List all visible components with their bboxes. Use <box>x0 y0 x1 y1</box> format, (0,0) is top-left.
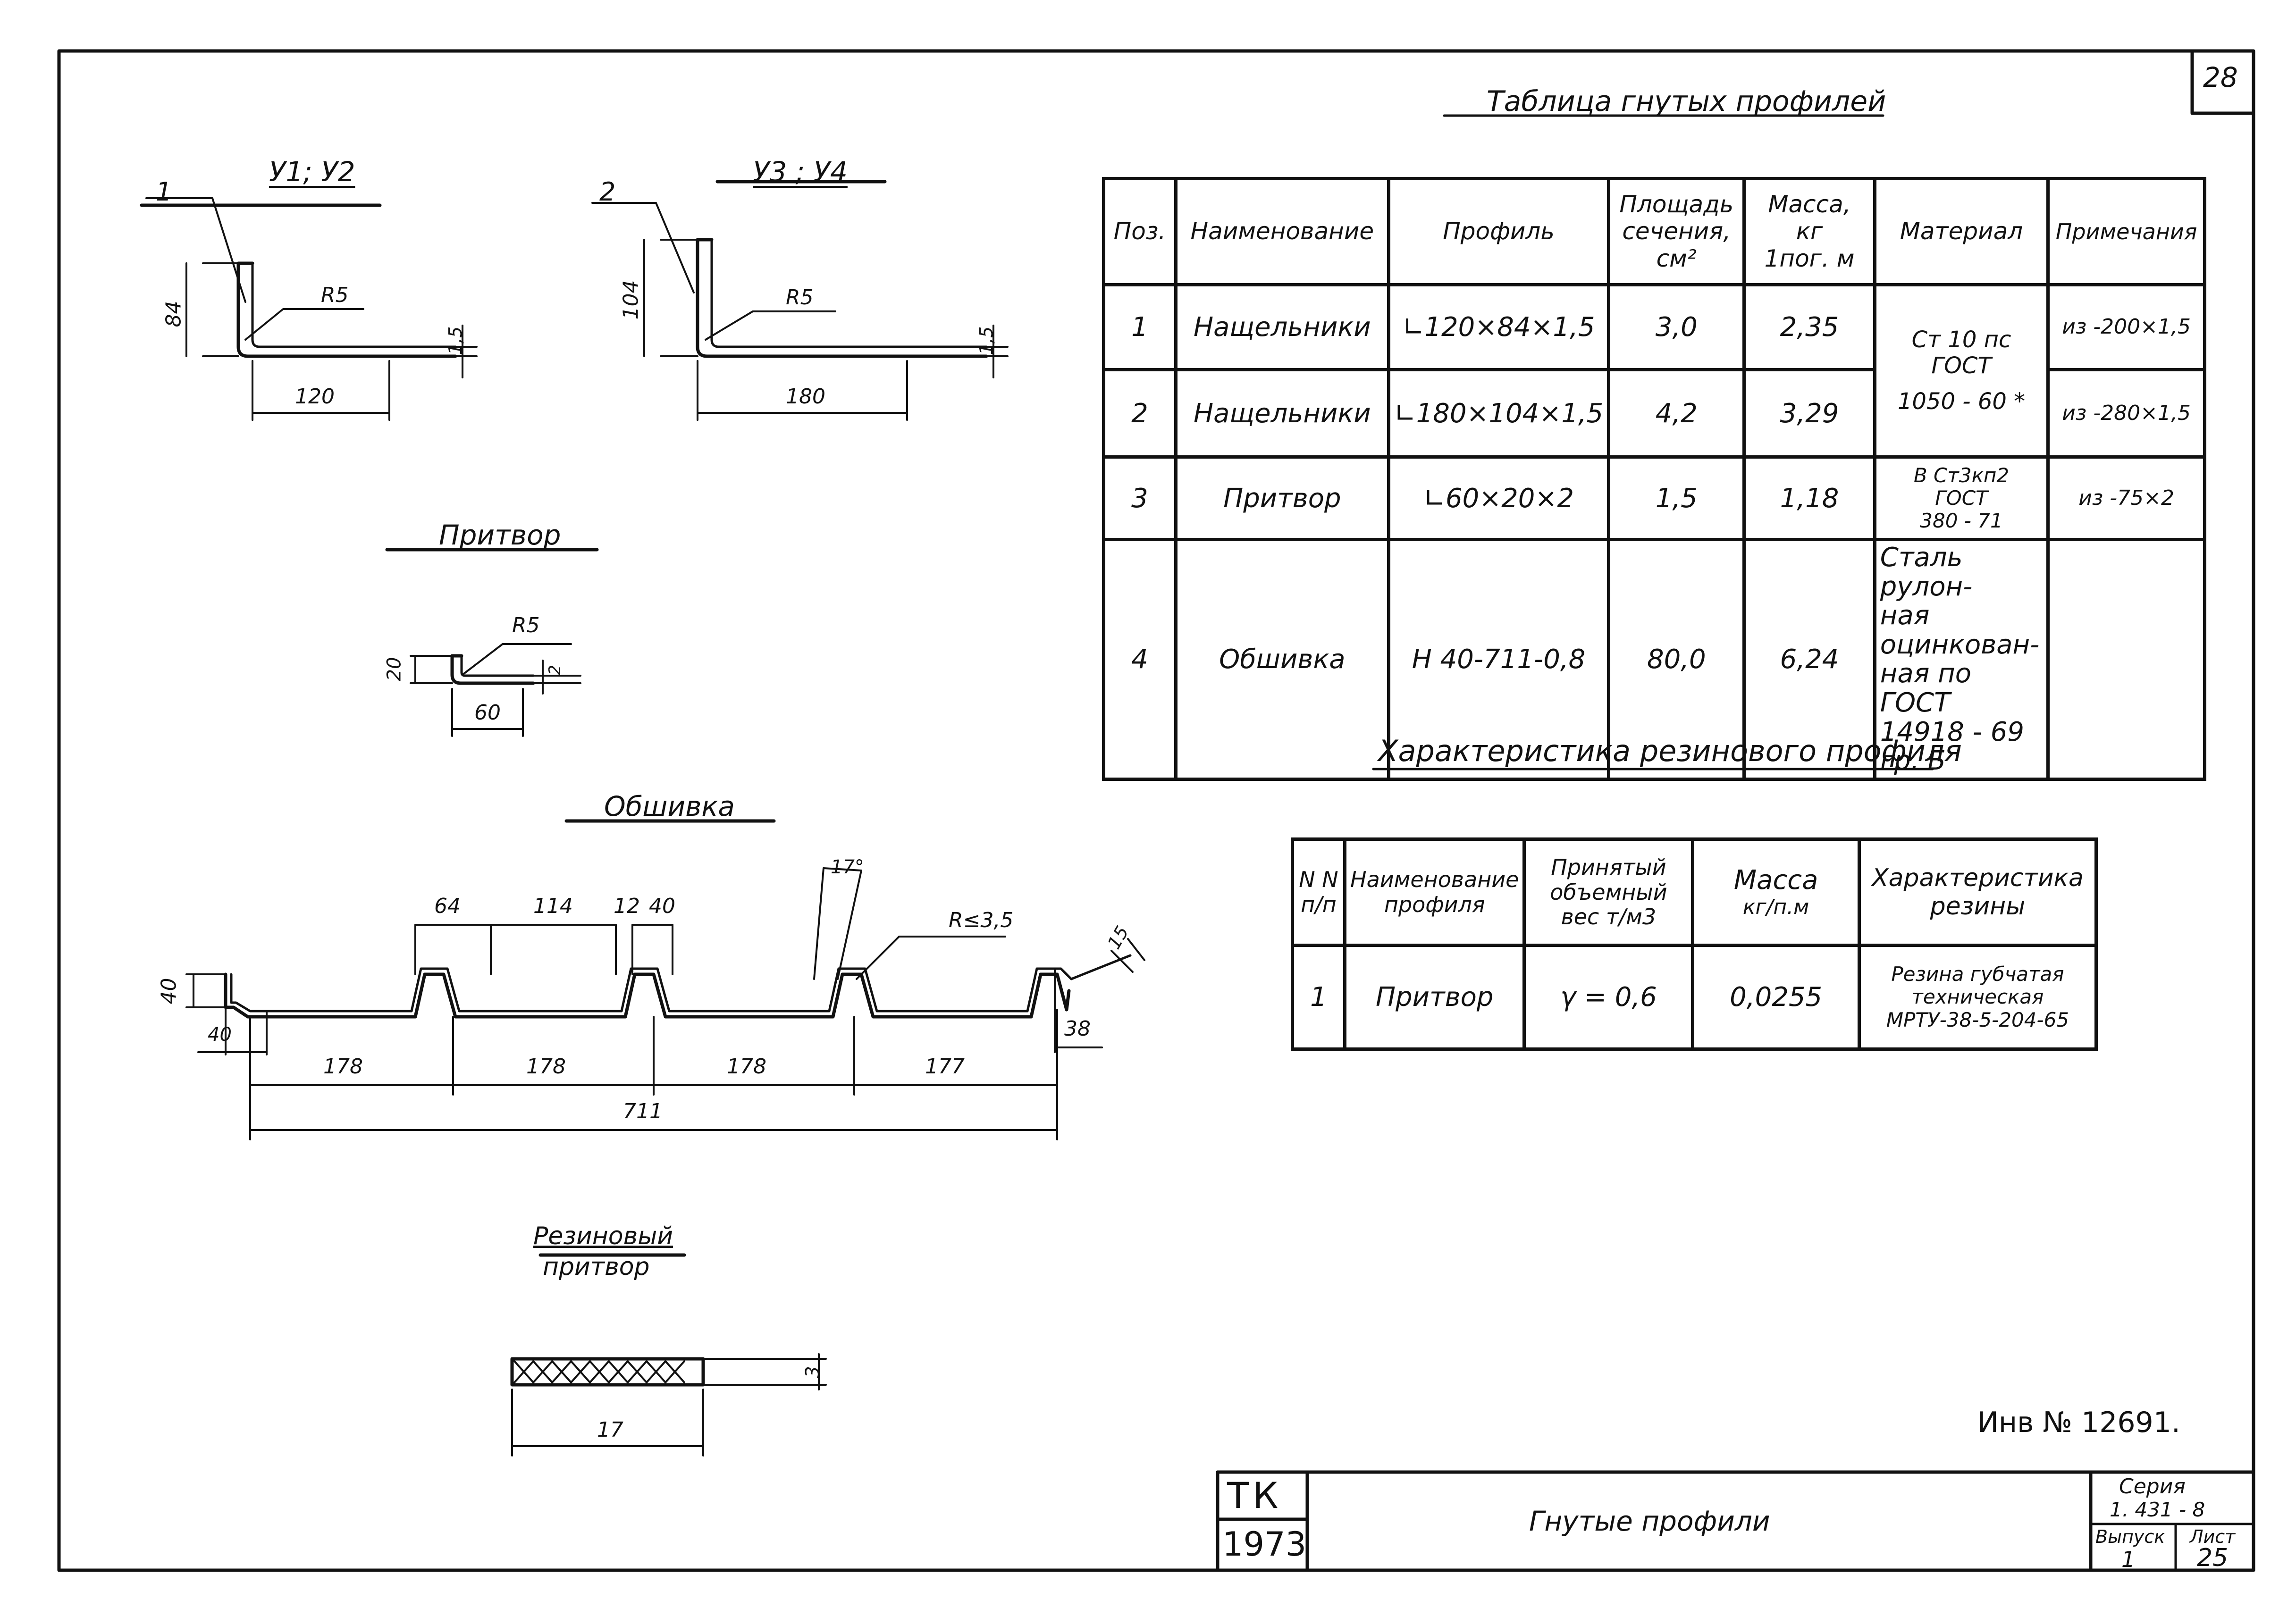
inventory-number: Инв № 12691. <box>1977 1406 2180 1439</box>
stamp-sheet-value: 25 <box>2197 1544 2229 1572</box>
obshivka-width-40: 40 <box>208 1024 232 1046</box>
rubber-table: N N п/п Наименование профиля Принятый об… <box>1291 837 2098 1051</box>
profile-pritvor-drawing <box>385 548 599 737</box>
obshivka-angle: 17° <box>831 856 864 878</box>
rubber-seal-drawing <box>510 1253 827 1457</box>
profile-u3u4-title: У3 ; У4 <box>753 156 848 188</box>
table-row: 3 Притвор ∟60×20×2 1,5 1,18 В Ст3кп2 ГОС… <box>1102 455 2206 541</box>
rubber-seal-title-line1: Резиновый <box>533 1222 673 1250</box>
header-mass: Масса, кг 1пог. м <box>1742 177 1876 286</box>
obshivka-dim-40: 40 <box>649 894 675 918</box>
obshivka-span-4: 177 <box>925 1055 965 1079</box>
profile-u1u2-title: У1; У2 <box>269 156 355 188</box>
header-notes: Примечания <box>2046 177 2206 286</box>
header-profile-name: Наименование профиля <box>1343 837 1526 947</box>
stamp-year: 1973 <box>1222 1525 1307 1564</box>
header-area: Площадь сечения, см² <box>1607 177 1746 286</box>
stamp-sheet-label: Лист <box>2190 1526 2236 1547</box>
profile-obshivka-title: Обшивка <box>604 790 735 822</box>
material-steel-10ps: Ст 10 пс ГОСТ 1050 - 60 * <box>1873 283 2050 459</box>
profile-u3u4-length: 180 <box>786 385 825 409</box>
rubber-seal-height: 3 <box>802 1366 824 1378</box>
page-number-box <box>2190 49 2255 115</box>
profile-pritvor-title: Притвор <box>439 519 561 551</box>
header-mass: Масса кг/п.м <box>1691 837 1861 947</box>
page-number: 28 <box>2203 61 2238 93</box>
stamp-title: Гнутые профили <box>1529 1505 1770 1537</box>
profiles-table: Поз. Наименование Профиль Площадь сечени… <box>1102 177 2206 781</box>
obshivka-total-width: 711 <box>623 1099 663 1123</box>
stamp-org: ТК <box>1227 1474 1282 1516</box>
profiles-table-header: Поз. Наименование Профиль Площадь сечени… <box>1102 177 2206 286</box>
stamp-issue-label: Выпуск <box>2095 1526 2165 1547</box>
header-pos: Поз. <box>1102 177 1177 286</box>
table-row: 1 Нащельники ∟120×84×1,5 3,0 2,35 Ст 10 … <box>1102 283 2206 459</box>
header-material: Материал <box>1873 177 2050 286</box>
title-block-lines <box>1216 1470 2255 1572</box>
header-name: Наименование <box>1174 177 1390 286</box>
obshivka-span-3: 178 <box>727 1055 766 1079</box>
obshivka-dim-114: 114 <box>533 894 573 918</box>
rubber-table-title: Характеристика резинового профиля <box>1378 734 1962 768</box>
profile-u3u4-radius: R5 <box>786 285 814 310</box>
profiles-table-title: Таблица гнутых профилей <box>1487 85 1886 118</box>
obshivka-dim-64: 64 <box>434 894 461 918</box>
stamp-series-value: 1. 431 - 8 <box>2110 1498 2205 1521</box>
rubber-characteristic: Резина губчатая техническая МРТУ-38-5-20… <box>1857 944 2098 1051</box>
table-row: 4 Обшивка Н 40-711-0,8 80,0 6,24 Сталь р… <box>1102 538 2206 781</box>
rubber-seal-title-line2: притвор <box>543 1253 650 1281</box>
sheet-frame <box>57 49 2255 1572</box>
header-volume-weight: Принятый объемный вес т/м3 <box>1522 837 1695 947</box>
header-rubber-char: Характеристика резины <box>1857 837 2098 947</box>
profile-u1u2-length: 120 <box>295 385 335 409</box>
rubber-table-header: N N п/п Наименование профиля Принятый об… <box>1291 837 2098 947</box>
profile-pritvor-height: 20 <box>383 657 405 681</box>
profile-u1u2-thickness: 1,5 <box>445 326 466 355</box>
obshivka-height-40: 40 <box>157 978 181 1005</box>
profile-u3u4-position: 2 <box>599 177 616 207</box>
table-row: 2 Нащельники ∟180×104×1,5 4,2 3,29 из -2… <box>1102 368 2206 459</box>
profile-u1u2-position: 1 <box>156 177 172 207</box>
profile-u3u4-thickness: 1,5 <box>976 326 997 355</box>
obshivka-span-1: 178 <box>323 1055 363 1079</box>
obshivka-dim-38: 38 <box>1064 1017 1091 1041</box>
profile-pritvor-thickness: 2 <box>545 665 564 675</box>
profile-u1u2-height: 84 <box>161 301 186 327</box>
obshivka-dim-12: 12 <box>614 894 640 918</box>
header-profile: Профиль <box>1387 177 1611 286</box>
table-row: 1 Притвор γ = 0,6 0,0255 Резина губчатая… <box>1291 944 2098 1051</box>
profile-obshivka-drawing <box>185 819 1145 1140</box>
profile-pritvor-length: 60 <box>474 701 501 725</box>
obshivka-radius: R≤3,5 <box>949 908 1014 932</box>
profile-pritvor-radius: R5 <box>512 613 540 637</box>
stamp-issue-value: 1 <box>2121 1547 2136 1572</box>
header-nn: N N п/п <box>1291 837 1346 947</box>
material-galvanized-steel: Сталь рулон- ная оцинкован- ная по ГОСТ … <box>1873 538 2050 781</box>
profile-u1u2-radius: R5 <box>321 283 349 307</box>
obshivka-span-2: 178 <box>526 1055 566 1079</box>
stamp-series-label: Серия <box>2119 1474 2186 1499</box>
profile-u3u4-height: 104 <box>619 280 643 320</box>
rubber-seal-length: 17 <box>597 1418 623 1442</box>
material-vst3kp2: В Ст3кп2 ГОСТ 380 - 71 <box>1873 455 2050 541</box>
profile-u1u2-drawing <box>140 197 478 421</box>
profile-u3u4-drawing <box>591 180 1009 421</box>
